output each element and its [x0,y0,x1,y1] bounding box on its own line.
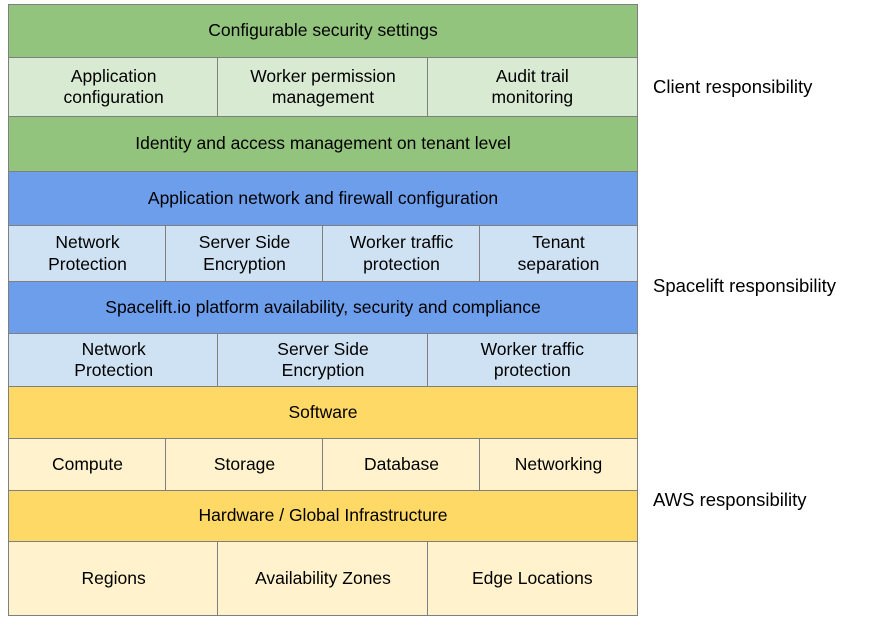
layer-cell: Edge Locations [426,542,637,615]
layer-cell: Server Side Encryption [165,226,323,281]
band-label-aws-responsibility: AWS responsibility [653,489,807,510]
layer-cell: Spacelift.io platform availability, secu… [9,282,637,333]
layer-cell: Network Protection [9,334,219,386]
layer-row-identity-access-management: Identity and access management on tenant… [8,116,638,172]
layer-cell: Storage [165,439,323,490]
layer-cell: Hardware / Global Infrastructure [9,491,637,541]
layer-cell: Application configuration [9,58,219,116]
layer-row-application-network-firewall: Application network and firewall configu… [8,171,638,226]
layer-row-spacelift-controls-upper: Network Protection Server Side Encryptio… [8,225,638,282]
layer-cell: Configurable security settings [9,5,637,57]
layer-row-software: Software [8,386,638,439]
layer-row-configurable-security-settings: Configurable security settings [8,4,638,58]
layer-cell: Worker traffic protection [322,226,480,281]
responsibility-layer-stack: Configurable security settings Applicati… [8,4,638,622]
layer-row-aws-services: Compute Storage Database Networking [8,438,638,491]
layer-cell: Worker traffic protection [426,334,637,386]
layer-cell: Database [322,439,480,490]
layer-cell: Server Side Encryption [217,334,428,386]
layer-cell: Network Protection [9,226,166,281]
layer-row-client-controls: Application configuration Worker permiss… [8,57,638,117]
layer-row-spacelift-controls-lower: Network Protection Server Side Encryptio… [8,333,638,387]
layer-cell: Availability Zones [217,542,428,615]
layer-cell: Networking [479,439,637,490]
layer-cell: Tenant separation [479,226,637,281]
layer-cell: Application network and firewall configu… [9,172,637,225]
layer-cell: Software [9,387,637,438]
layer-row-spacelift-platform-availability: Spacelift.io platform availability, secu… [8,281,638,334]
layer-row-hardware-global-infrastructure: Hardware / Global Infrastructure [8,490,638,542]
layer-cell: Compute [9,439,166,490]
layer-cell: Regions [9,542,219,615]
layer-cell: Worker permission management [217,58,428,116]
band-label-spacelift-responsibility: Spacelift responsibility [653,275,837,296]
layer-row-aws-global-footprint: Regions Availability Zones Edge Location… [8,541,638,616]
band-label-client-responsibility: Client responsibility [653,76,813,97]
layer-cell: Identity and access management on tenant… [9,117,637,171]
layer-cell: Audit trail monitoring [426,58,637,116]
